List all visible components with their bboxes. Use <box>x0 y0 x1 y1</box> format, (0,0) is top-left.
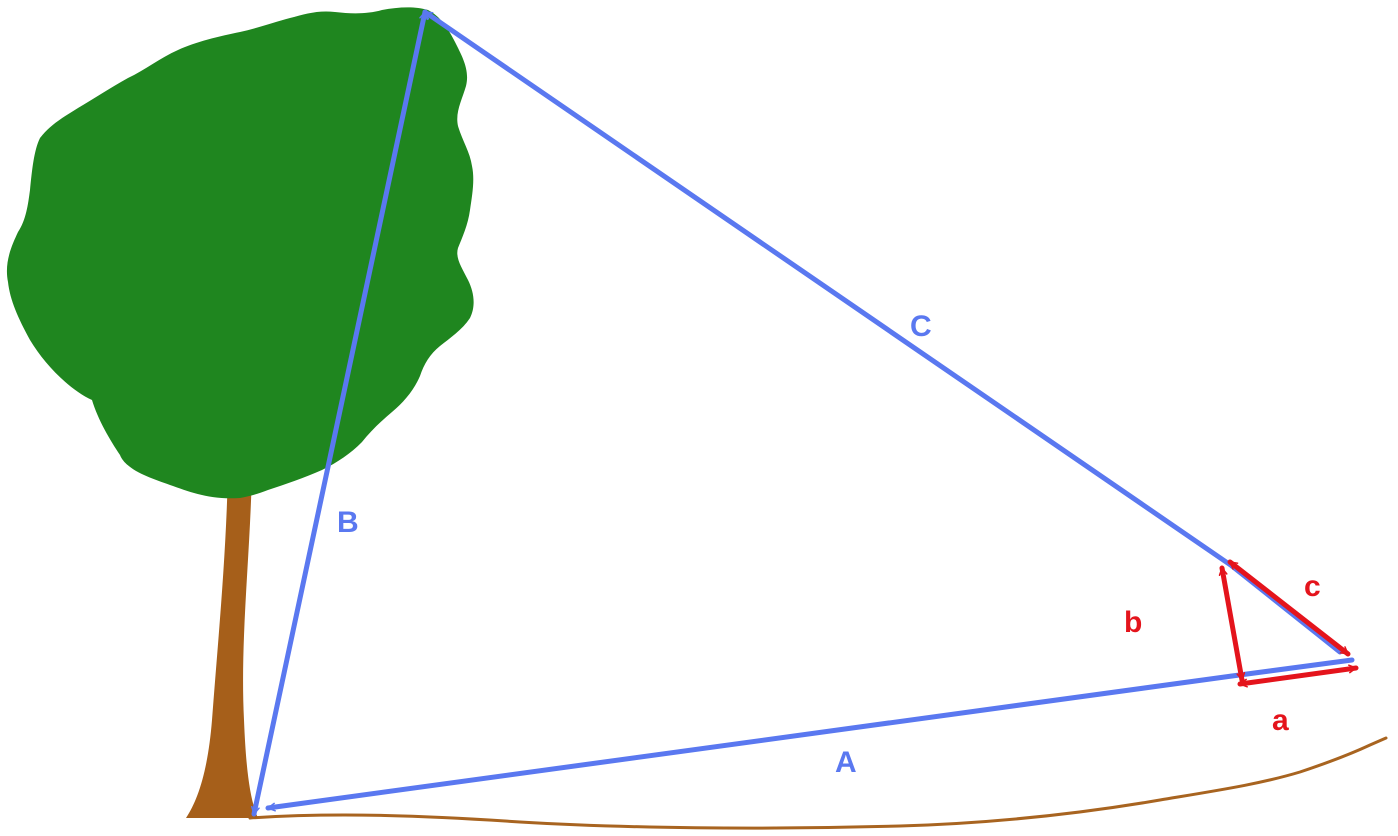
side-a-arrow <box>1237 664 1359 688</box>
label-c: c <box>1304 570 1321 603</box>
tree-trunk <box>186 470 258 818</box>
label-A: A <box>835 746 857 779</box>
label-C: C <box>910 310 932 343</box>
label-B: B <box>337 506 359 539</box>
side-B-arrow <box>250 9 429 817</box>
side-A-arrow-extension <box>1229 657 1355 679</box>
side-A-arrow <box>265 673 1235 812</box>
label-b: b <box>1124 606 1142 639</box>
tree-canopy <box>6 7 474 499</box>
side-c-arrow <box>1227 559 1351 657</box>
side-b-arrow <box>1218 565 1246 683</box>
ground-line <box>248 736 1388 830</box>
label-a: a <box>1272 704 1289 737</box>
side-C-arrow <box>422 9 1235 569</box>
